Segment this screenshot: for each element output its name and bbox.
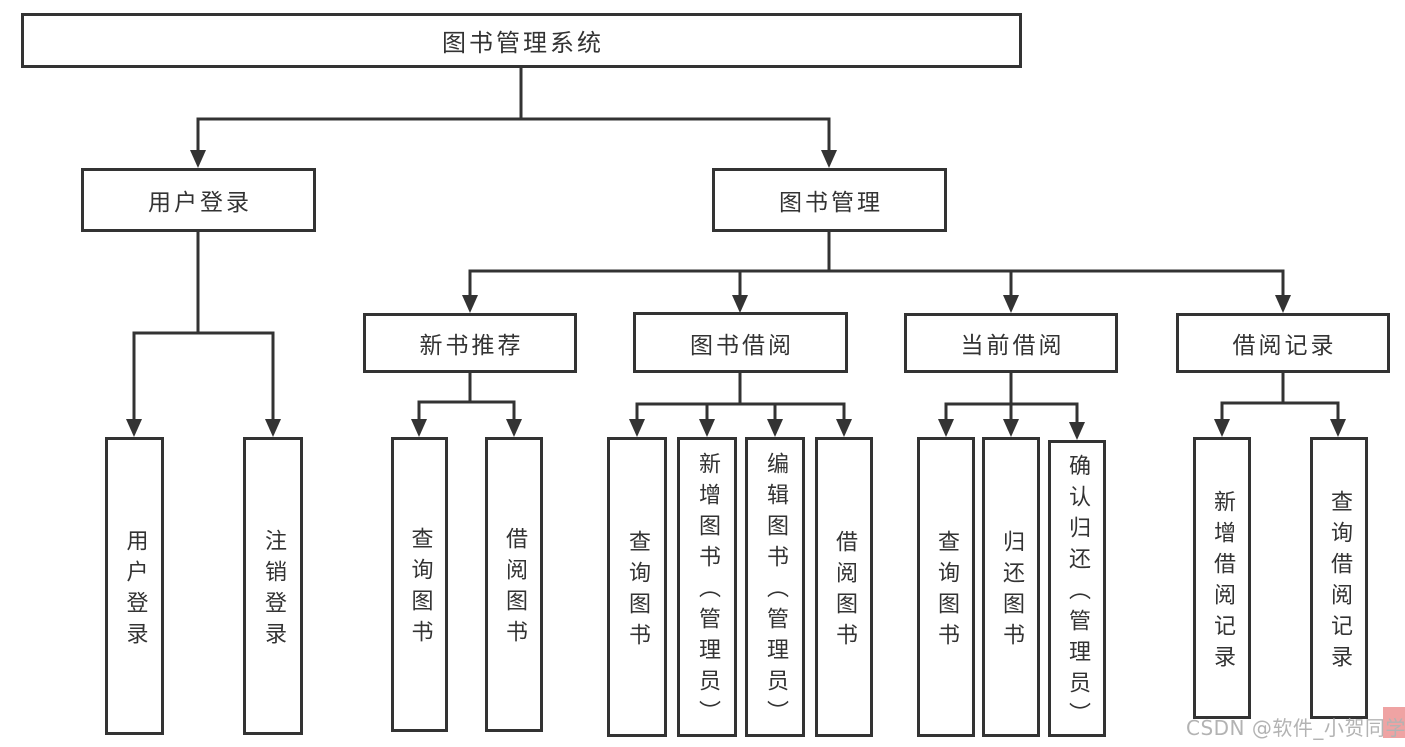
node-label: 当前借阅 [960, 333, 1065, 359]
node-borrowing-records: 借阅记录 [1176, 313, 1390, 373]
leaf-query-books-recommend: 查询图书 [391, 437, 448, 732]
connector-lines [132, 66, 1340, 424]
node-label: 用户登录 [122, 528, 148, 653]
node-label: 新增借阅记录 [1210, 489, 1235, 676]
leaf-add-borrowing-record: 新增借阅记录 [1193, 437, 1251, 719]
node-book-borrowing: 图书借阅 [633, 312, 848, 373]
node-label: 查询借阅记录 [1327, 489, 1352, 676]
node-label: 图书管理 [779, 190, 883, 216]
leaf-borrow-books-recommend: 借阅图书 [485, 437, 543, 732]
leaf-borrow-books-borrowing: 借阅图书 [815, 437, 873, 737]
node-label: 查询图书 [407, 527, 433, 651]
connector-arrowheads [126, 150, 1346, 440]
watermark: CSDN @软件_小贺同学 [1186, 716, 1405, 740]
leaf-return-books: 归还图书 [982, 437, 1040, 737]
node-label: 图书管理系统 [442, 29, 604, 57]
node-user-login: 用户登录 [81, 168, 316, 232]
leaf-user-login: 用户登录 [105, 437, 164, 735]
node-book-management: 图书管理 [712, 168, 947, 232]
leaf-confirm-return-admin: 确认归还（管理员） [1048, 440, 1106, 737]
leaf-logout: 注销登录 [243, 437, 303, 735]
node-label: 编辑图书（管理员） [763, 452, 788, 731]
node-label: 查询图书 [625, 529, 650, 654]
leaf-edit-book-admin: 编辑图书（管理员） [745, 437, 805, 737]
node-label: 归还图书 [999, 529, 1024, 654]
node-label: 新书推荐 [419, 333, 524, 359]
node-label: 注销登录 [261, 528, 286, 653]
leaf-query-books-current: 查询图书 [917, 437, 975, 737]
node-label: 图书借阅 [690, 332, 794, 359]
node-label: 用户登录 [148, 190, 252, 216]
node-label: 查询图书 [934, 529, 959, 654]
node-label: 确认归还（管理员） [1065, 453, 1090, 733]
node-new-book-recommendation: 新书推荐 [363, 313, 577, 373]
node-label: 新增图书（管理员） [695, 452, 720, 731]
node-label: 借阅记录 [1232, 333, 1337, 359]
watermark-accent-block [1383, 707, 1405, 738]
node-label: 借阅图书 [502, 527, 527, 651]
node-library-management-system: 图书管理系统 [21, 13, 1022, 68]
leaf-add-book-admin: 新增图书（管理员） [677, 437, 737, 737]
leaf-query-borrowing-record: 查询借阅记录 [1310, 437, 1368, 719]
node-current-borrowing: 当前借阅 [904, 313, 1118, 373]
leaf-query-books-borrowing: 查询图书 [607, 437, 667, 737]
node-label: 借阅图书 [832, 529, 857, 654]
